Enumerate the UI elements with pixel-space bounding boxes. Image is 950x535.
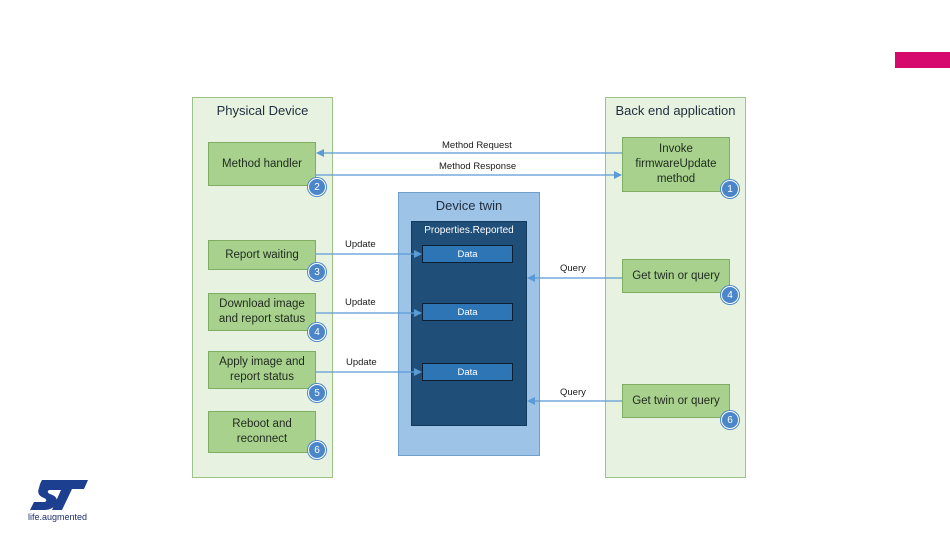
- query-label: Query: [560, 263, 586, 274]
- properties-reported-title: Properties.Reported: [424, 225, 514, 236]
- step-badge: 4: [721, 286, 739, 304]
- update-label: Update: [345, 239, 376, 250]
- accent-bar: [895, 52, 950, 68]
- query-label: Query: [560, 387, 586, 398]
- data-box: Data: [422, 245, 513, 263]
- st-logo-icon: [30, 480, 88, 510]
- step-badge: 4: [308, 323, 326, 341]
- data-box: Data: [422, 363, 513, 381]
- method-request-label: Method Request: [442, 140, 512, 151]
- update-label: Update: [346, 357, 377, 368]
- download-image-box: Download image and report status: [208, 293, 316, 331]
- step-badge: 1: [721, 180, 739, 198]
- get-twin-box-2: Get twin or query: [622, 384, 730, 418]
- apply-image-box: Apply image and report status: [208, 351, 316, 389]
- step-badge: 6: [721, 411, 739, 429]
- logo-tagline: life.augmented: [28, 512, 88, 522]
- method-handler-box: Method handler: [208, 142, 316, 186]
- invoke-method-box: Invoke firmwareUpdate method: [622, 137, 730, 192]
- data-box: Data: [422, 303, 513, 321]
- step-badge: 6: [308, 441, 326, 459]
- reboot-box: Reboot and reconnect: [208, 411, 316, 453]
- report-waiting-box: Report waiting: [208, 240, 316, 270]
- step-badge: 3: [308, 263, 326, 281]
- backend-title: Back end application: [615, 103, 736, 118]
- update-label: Update: [345, 297, 376, 308]
- device-twin-title: Device twin: [435, 198, 503, 213]
- step-badge: 5: [308, 384, 326, 402]
- get-twin-box: Get twin or query: [622, 259, 730, 293]
- physical-device-title: Physical Device: [216, 103, 309, 118]
- step-badge: 2: [308, 178, 326, 196]
- method-response-label: Method Response: [439, 161, 517, 172]
